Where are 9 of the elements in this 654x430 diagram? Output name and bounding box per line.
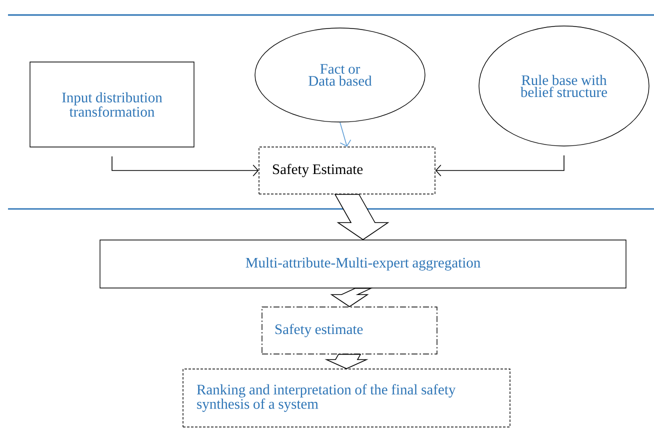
input-box: Input distribution transformation <box>30 62 194 148</box>
arrow <box>340 122 352 147</box>
arrow <box>112 156 259 176</box>
aggregation-box: Multi-attribute-Multi-expert aggregation <box>100 240 626 288</box>
result-box: Ranking and interpretation of the final safety synthesis of a system <box>182 368 510 428</box>
block-arrow <box>324 354 368 370</box>
arrow <box>435 154 564 176</box>
estimate-box: Safety estimate <box>262 306 438 354</box>
estimate-box: Safety Estimate <box>258 146 436 194</box>
